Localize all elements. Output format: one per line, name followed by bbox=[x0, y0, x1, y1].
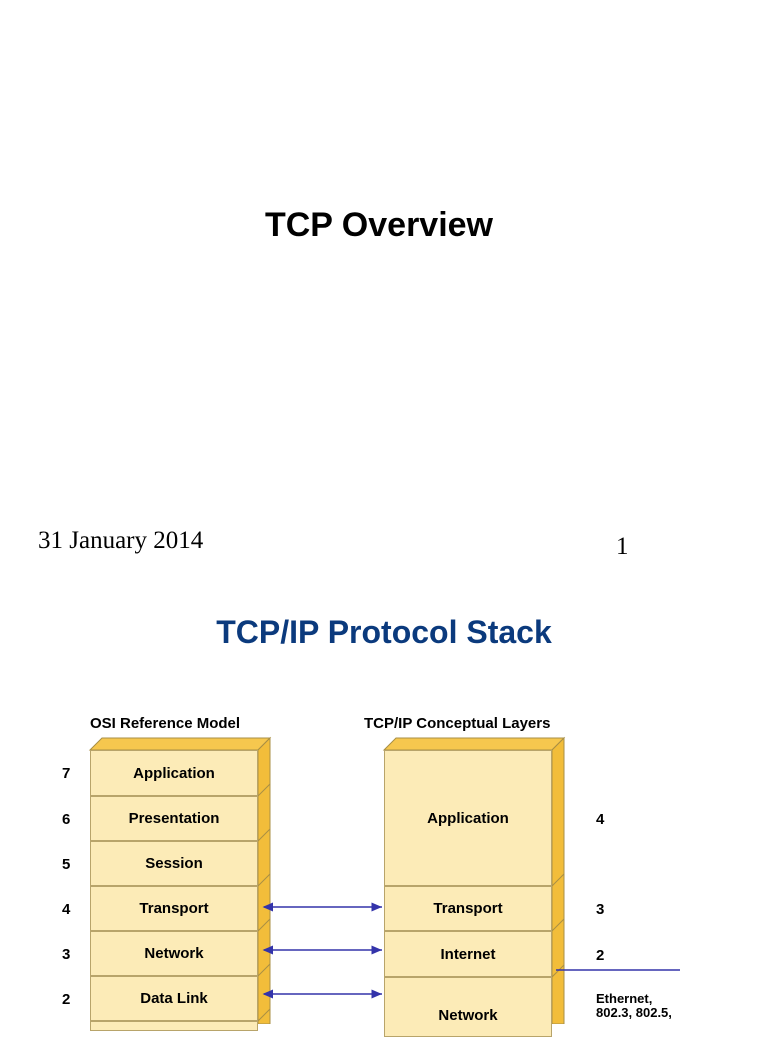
osi-layer-physical-partial bbox=[90, 1021, 258, 1031]
layer-label: Data Link bbox=[140, 990, 208, 1007]
osi-layer-transport: Transport bbox=[90, 886, 258, 931]
tcpip-layer-num: 2 bbox=[596, 947, 605, 964]
osi-side-face bbox=[257, 736, 271, 1024]
osi-layer-network: Network bbox=[90, 931, 258, 976]
tcpip-layer-network: Network bbox=[384, 977, 552, 1037]
tcpip-layer-num: 3 bbox=[596, 901, 605, 918]
stack-slide-title: TCP/IP Protocol Stack bbox=[216, 614, 552, 650]
osi-layer-num: 3 bbox=[62, 946, 71, 963]
layer-label: Transport bbox=[139, 900, 209, 917]
tcpip-heading: TCP/IP Conceptual Layers bbox=[364, 715, 551, 732]
network-note-line2: 802.3, 802.5, bbox=[596, 1005, 672, 1020]
slide-date: 31 January 2014 bbox=[38, 527, 204, 554]
osi-layer-num: 5 bbox=[62, 856, 71, 873]
layer-label: Session bbox=[145, 855, 203, 872]
osi-layer-datalink: Data Link bbox=[90, 976, 258, 1021]
tcpip-layer-application: Application bbox=[384, 750, 552, 886]
tcpip-layer-num: 4 bbox=[596, 811, 605, 828]
osi-layer-session: Session bbox=[90, 841, 258, 886]
osi-layer-num: 6 bbox=[62, 811, 71, 828]
layer-label: Network bbox=[438, 1007, 498, 1024]
osi-layer-num: 2 bbox=[62, 991, 71, 1008]
slide-page-number: 1 bbox=[616, 533, 629, 560]
osi-layer-application: Application bbox=[90, 750, 258, 796]
tcpip-side-face bbox=[551, 736, 565, 1024]
layer-label: Application bbox=[133, 764, 215, 782]
osi-heading: OSI Reference Model bbox=[90, 715, 241, 732]
tcpip-layer-transport: Transport bbox=[384, 886, 552, 931]
slide-title: TCP Overview bbox=[264, 206, 494, 244]
layer-label: Internet bbox=[440, 945, 496, 963]
tcpip-top-face bbox=[382, 737, 566, 751]
tcpip-layer-internet: Internet bbox=[384, 931, 552, 977]
layer-label: Transport bbox=[433, 900, 503, 917]
layer-label: Application bbox=[427, 809, 509, 827]
layer-label: Network bbox=[144, 945, 204, 962]
osi-layer-num: 4 bbox=[62, 901, 71, 918]
osi-layer-num: 7 bbox=[62, 765, 71, 782]
layer-label: Presentation bbox=[128, 810, 220, 827]
osi-layer-presentation: Presentation bbox=[90, 796, 258, 841]
network-note-line1: Ethernet, bbox=[596, 991, 653, 1006]
osi-top-face bbox=[88, 737, 272, 751]
